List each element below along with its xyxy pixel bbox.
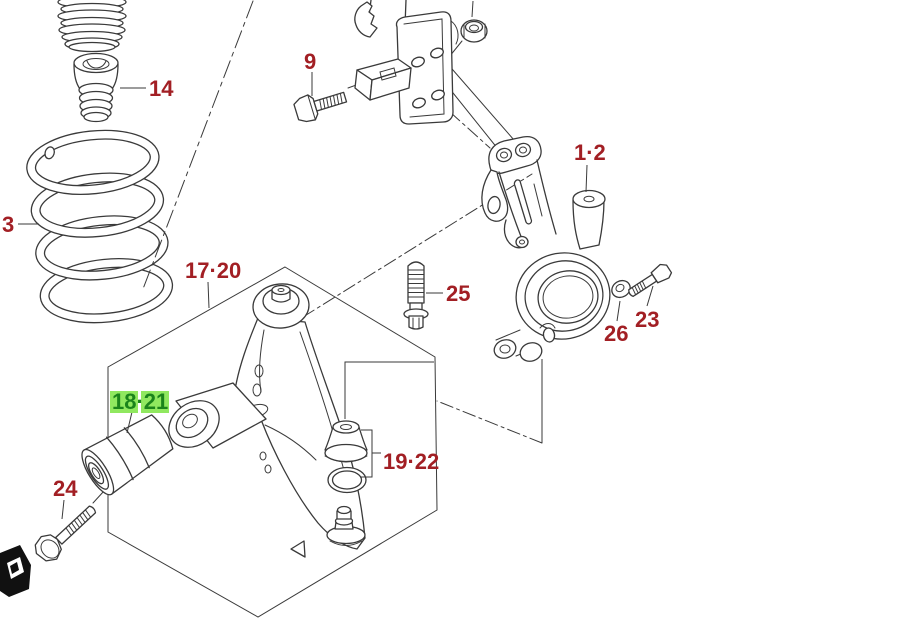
suspension-arm bbox=[168, 283, 366, 558]
highlight-box-right bbox=[141, 391, 169, 413]
strut-mount-bracket bbox=[354, 0, 459, 125]
label-bump-stopper: 14 bbox=[149, 76, 174, 101]
knuckle-hub-bore bbox=[537, 270, 599, 324]
arm-ball-joint bbox=[290, 505, 366, 558]
label-knuckle: 1·2 bbox=[574, 140, 606, 165]
arm-front-boss bbox=[252, 283, 310, 329]
part-labels: 3 14 9 1·2 17·20 25 23 26 19·22 24 18·21 bbox=[2, 49, 659, 501]
view-direction-icon bbox=[0, 545, 31, 597]
knuckle-strut-boss bbox=[572, 189, 606, 209]
bracket-bolt bbox=[293, 91, 348, 123]
washer bbox=[611, 279, 631, 299]
label-arm-rear-bolt: 25 bbox=[446, 281, 470, 306]
highlight-box-left bbox=[110, 391, 138, 413]
arm-rear-bushing-tube bbox=[168, 382, 267, 449]
suspension-arm-boundary bbox=[107, 266, 438, 618]
label-knuckle-bolt: 23 bbox=[635, 307, 659, 332]
arm-front-bushing bbox=[81, 414, 174, 496]
label-arm-front-bolt: 24 bbox=[53, 476, 78, 501]
arm-front-bolt bbox=[34, 505, 97, 562]
arm-rear-bolt bbox=[403, 261, 429, 330]
coil-spring bbox=[26, 129, 174, 324]
steering-knuckle bbox=[481, 135, 611, 362]
label-suspension-arm: 17·20 bbox=[185, 258, 241, 283]
label-bracket-bolt: 9 bbox=[304, 49, 316, 74]
leader-lines bbox=[18, 72, 654, 520]
label-ball-joint-boot: 19·22 bbox=[383, 449, 439, 474]
label-washer: 26 bbox=[604, 321, 628, 346]
ball-joint-boot bbox=[324, 420, 368, 494]
bump-stopper bbox=[73, 52, 119, 123]
strut-dust-boot bbox=[57, 0, 127, 53]
mount-nut bbox=[460, 0, 488, 43]
label-front-bushing: 18·21 bbox=[112, 389, 168, 414]
bracket-clip bbox=[354, 1, 378, 38]
label-front-bushing-highlighted: 18·21 bbox=[110, 389, 169, 414]
label-spring: 3 bbox=[2, 212, 14, 237]
knuckle-bolt bbox=[628, 263, 673, 298]
